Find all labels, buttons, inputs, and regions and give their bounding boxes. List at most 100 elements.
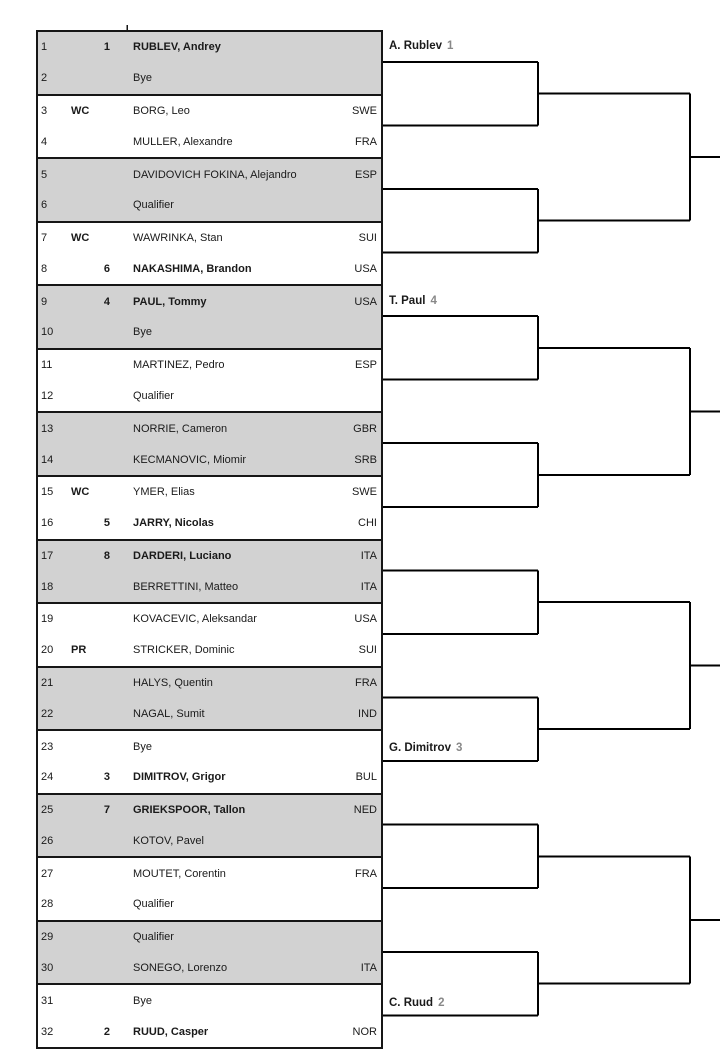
row-player-name: Bye [133,994,152,1007]
row-seed: 3 [103,771,110,784]
table-row: 5 DAVIDOVICH FOKINA, Alejandro ESP [38,159,381,190]
row-position: 29 [41,931,54,944]
row-country: IND [358,707,377,720]
row-player-name: DIMITROV, Grigor [133,771,226,784]
winner-seed: 2 [438,997,445,1009]
row-country: GBR [353,422,377,435]
row-player-name: DAVIDOVICH FOKINA, Alejandro [133,168,297,181]
row-seed: 4 [103,295,110,308]
row-player-name: HALYS, Quentin [133,677,213,690]
row-country: SWE [351,104,377,117]
match-box: 23 Bye 24 3 DIMITROV, Grigor BUL [36,729,383,793]
row-player-name: MARTINEZ, Pedro [133,359,225,372]
row-entry-type: PR [71,644,87,657]
row-position: 11 [41,359,53,372]
row-seed: 6 [103,262,110,275]
row-country: FRA [355,677,377,690]
row-seed: 2 [103,1025,110,1038]
row-position: 12 [41,389,54,402]
row-position: 15 [41,486,54,499]
row-player-name: MULLER, Alexandre [133,135,233,148]
row-position: 7 [41,232,48,245]
row-position: 10 [41,326,54,339]
row-player-name: WAWRINKA, Stan [133,232,223,245]
row-player-name: Bye [133,740,152,753]
winner-seed: 4 [430,295,437,307]
row-position: 32 [41,1025,54,1038]
row-country: ITA [360,580,377,593]
row-position: 13 [41,422,54,435]
row-position: 9 [41,295,48,308]
row-country: SUI [358,232,377,245]
row-seed: 7 [103,804,110,817]
row-country: USA [354,295,377,308]
row-position: 27 [41,867,54,880]
row-country: BUL [355,771,377,784]
row-position: 3 [41,104,48,117]
row-player-name: Qualifier [133,898,174,911]
row-country: NED [353,804,377,817]
row-country: ITA [360,549,377,562]
row-position: 30 [41,962,54,975]
row-player-name: GRIEKSPOOR, Tallon [133,804,246,817]
row-player-name: PAUL, Tommy [133,295,207,308]
row-player-name: BORG, Leo [133,104,190,117]
table-row: 28 Qualifier [38,889,381,920]
row-position: 5 [41,168,48,181]
row-player-name: Qualifier [133,199,174,212]
row-position: 24 [41,771,54,784]
row-position: 31 [41,994,54,1007]
row-position: 16 [41,517,54,530]
row-country: ESP [354,359,377,372]
row-country: SRB [354,453,377,466]
row-player-name: YMER, Elias [133,486,195,499]
row-position: 26 [41,834,54,847]
row-country: ESP [354,168,377,181]
row-position: 1 [41,41,48,54]
row-country: FRA [355,135,377,148]
table-row: 24 3 DIMITROV, Grigor BUL [38,762,381,793]
table-row: 11 MARTINEZ, Pedro ESP [38,350,381,381]
row-player-name: KOVACEVIC, Aleksandar [133,613,257,626]
row-player-name: BERRETTINI, Matteo [133,580,239,593]
row-position: 28 [41,898,54,911]
row-position: 23 [41,740,54,753]
row-seed: 8 [103,549,110,562]
row-player-name: Bye [133,72,152,85]
row-country: NOR [352,1025,377,1038]
row-country: USA [354,613,377,626]
winner-seed: 3 [455,742,463,754]
table-row: 23 Bye [38,731,381,762]
row-position: 20 [41,644,54,657]
row-player-name: MOUTET, Corentin [133,867,226,880]
row-player-name: NORRIE, Cameron [133,422,228,435]
row-country: SUI [358,644,377,657]
